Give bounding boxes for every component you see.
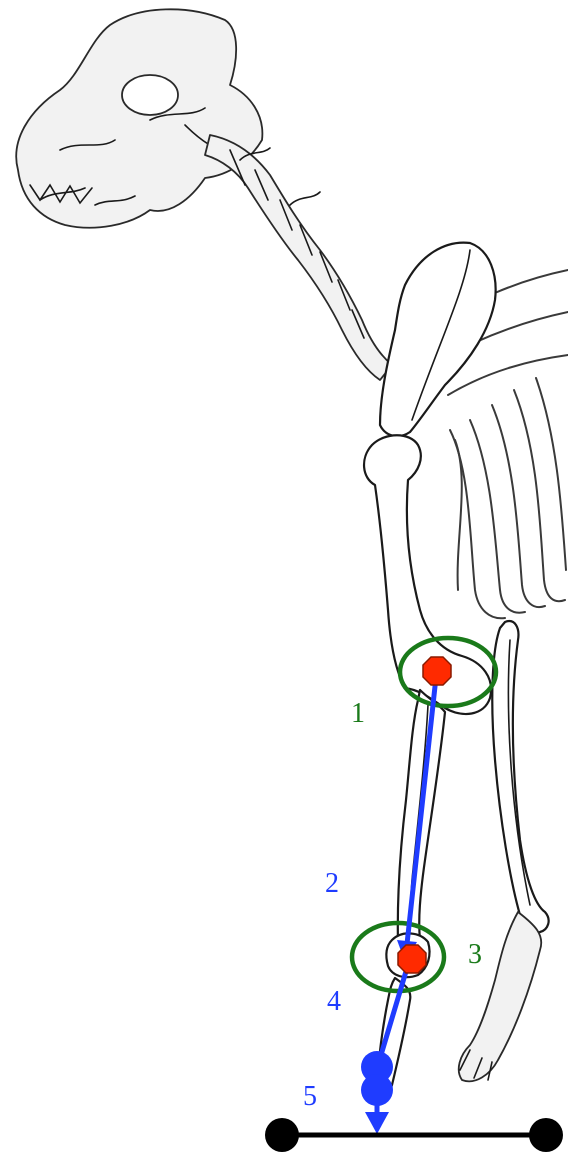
scapula-bone (380, 243, 496, 437)
label-1: 1 (351, 698, 365, 729)
opposite-limb-bone (492, 621, 548, 932)
elbow-joint-marker (423, 657, 451, 685)
label-5: 5 (303, 1081, 317, 1112)
ground-force-arrowhead (365, 1112, 389, 1134)
ground-line-right-end (529, 1118, 563, 1152)
label-2: 2 (325, 868, 339, 899)
label-4: 4 (327, 986, 341, 1017)
skull-drawing (16, 9, 262, 227)
ground-line-left-end (265, 1118, 299, 1152)
opposite-paw-drawing (459, 912, 542, 1081)
label-3: 3 (468, 939, 482, 970)
neck-vertebrae-drawing (205, 135, 392, 380)
carpal-joint-marker (398, 945, 426, 973)
skeleton-illustration (16, 9, 568, 1096)
